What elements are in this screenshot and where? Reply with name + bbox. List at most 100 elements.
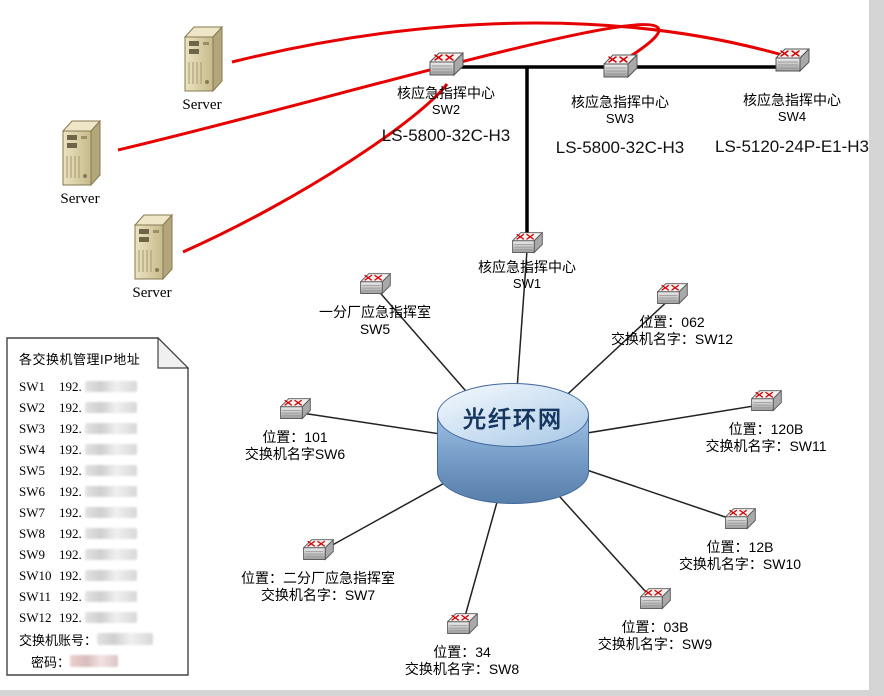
switch-icon (426, 50, 466, 80)
ip-prefix: 192. (59, 420, 82, 436)
note-content: 各交换机管理IP地址 SW1 192. SW2 192. SW3 192. SW… (6, 337, 189, 672)
switch-id: SW2 (19, 399, 45, 415)
cylinder-top (437, 383, 589, 447)
note-paper-outline (6, 337, 189, 676)
fiber-ring-cylinder: 光纤环网 (437, 383, 589, 505)
server1-uplink-red (231, 21, 787, 64)
switch-name-label: 交换机名字：SW12 (610, 331, 734, 347)
switch-icon (300, 537, 336, 564)
ip-prefix: 192. (59, 525, 82, 541)
server-label: Server (132, 285, 172, 301)
switch-id: SW6 (19, 483, 45, 499)
redacted-ip-value (84, 465, 137, 476)
switch-location-label: 位置：34 (433, 644, 491, 660)
server-node-2: Server (0, 118, 190, 208)
ip-row: SW2 192. (19, 397, 189, 418)
switch-name-label: 交换机名字SW6 (244, 446, 346, 462)
ip-row: SW7 192. (19, 502, 189, 523)
switch-icon (722, 506, 758, 533)
ip-prefix: 192. (59, 504, 82, 520)
switch-icon (357, 271, 393, 298)
switch-id: SW4 (19, 441, 45, 457)
switch-name-label: 交换机名字：SW11 (705, 438, 827, 454)
switch-node-sw11: 位置：120B 交换机名字：SW11 (656, 388, 876, 455)
server-node-3: Server (42, 212, 262, 302)
ip-prefix: 192. (59, 399, 82, 415)
redacted-ip-value (84, 591, 137, 602)
folded-corner (157, 337, 189, 369)
redacted-ip-value (84, 402, 137, 413)
switch-name-label: SW4 (777, 109, 807, 124)
switch-node-sw6: 位置：101 交换机名字SW6 (185, 396, 405, 463)
server2-uplink-red (117, 23, 661, 152)
password-row: 密码： (19, 650, 189, 672)
switch-icon (600, 52, 640, 82)
switch-location-label: 位置：101 (262, 429, 328, 445)
ip-row: SW5 192. (19, 460, 189, 481)
switch-node-sw7: 位置：二分厂应急指挥室 交换机名字：SW7 (208, 537, 428, 604)
switch-id: SW12 (19, 609, 52, 625)
switch-location-label: 位置：062 (639, 314, 705, 330)
switch-icon (509, 230, 545, 257)
switch-node-sw5: 一分厂应急指挥室 SW5 (265, 271, 485, 338)
server-label: Server (182, 97, 222, 113)
server-node-1: Server (92, 24, 312, 114)
ip-row: SW11 192. (19, 586, 189, 607)
ip-prefix: 192. (59, 483, 82, 499)
switch-name-label: 交换机名字：SW7 (260, 587, 376, 603)
redacted-ip-value (84, 612, 137, 623)
ip-row: SW6 192. (19, 481, 189, 502)
switch-node-sw9: 位置：03B 交换机名字：SW9 (545, 586, 765, 653)
switch-icon (277, 396, 313, 423)
switch-node-sw2: 核应急指挥中心 SW2 LS-5800-32C-H3 (336, 50, 556, 146)
switch-id: SW7 (19, 504, 45, 520)
switch-model-label: LS-5120-24P-E1-H3 (714, 137, 870, 156)
switch-id: SW8 (19, 525, 45, 541)
switch-node-sw12: 位置：062 交换机名字：SW12 (562, 281, 782, 348)
ip-row: SW8 192. (19, 523, 189, 544)
ip-row: SW12 192. (19, 607, 189, 628)
server-label: Server (60, 191, 100, 207)
redacted-password-value (70, 655, 119, 667)
switch-name-label: SW2 (431, 102, 461, 117)
switch-id: SW5 (19, 462, 45, 478)
ip-prefix: 192. (59, 441, 82, 457)
redacted-ip-value (84, 549, 137, 560)
switch-site-label: 核应急指挥中心 (571, 94, 669, 110)
switch-name-label: 交换机名字：SW10 (678, 556, 802, 572)
ip-prefix: 192. (59, 462, 82, 478)
ip-row: SW10 192. (19, 565, 189, 586)
switch-model-label: LS-5800-32C-H3 (381, 126, 511, 145)
switch-node-sw4: 核应急指挥中心 SW4 LS-5120-24P-E1-H3 (682, 46, 884, 157)
switch-name-label: SW3 (605, 111, 635, 126)
switch-location-label: 一分厂应急指挥室 (319, 304, 431, 320)
switch-name-label: 交换机名字：SW8 (404, 661, 520, 677)
ip-prefix: 192. (59, 609, 82, 625)
switch-location-label: 位置：12B (706, 539, 774, 555)
ip-prefix: 192. (59, 378, 82, 394)
switch-location-label: 位置：二分厂应急指挥室 (241, 570, 395, 586)
ip-prefix: 192. (59, 546, 82, 562)
switch-node-sw10: 位置：12B 交换机名字：SW10 (630, 506, 850, 573)
redacted-ip-value (84, 528, 137, 539)
switch-id: SW10 (19, 567, 52, 583)
switch-icon (654, 281, 690, 308)
switch-icon (772, 46, 812, 76)
server-icon (129, 212, 175, 282)
password-label: 密码： (31, 654, 71, 670)
ip-prefix: 192. (59, 588, 82, 604)
switch-id: SW11 (19, 588, 52, 604)
switch-location-label: 位置：03B (621, 619, 689, 635)
ip-row: SW9 192. (19, 544, 189, 565)
switch-node-sw1: 核应急指挥中心 SW1 (417, 230, 637, 292)
redacted-ip-value (84, 570, 137, 581)
switch-name-label: 交换机名字：SW9 (597, 636, 713, 652)
redacted-ip-value (84, 423, 137, 434)
redacted-ip-value (84, 444, 137, 455)
switch-id: SW9 (19, 546, 45, 562)
fiber-ring-label: 光纤环网 (463, 406, 563, 432)
ip-row: SW4 192. (19, 439, 189, 460)
redacted-ip-value (84, 507, 137, 518)
switch-site-label: 核应急指挥中心 (397, 85, 495, 101)
